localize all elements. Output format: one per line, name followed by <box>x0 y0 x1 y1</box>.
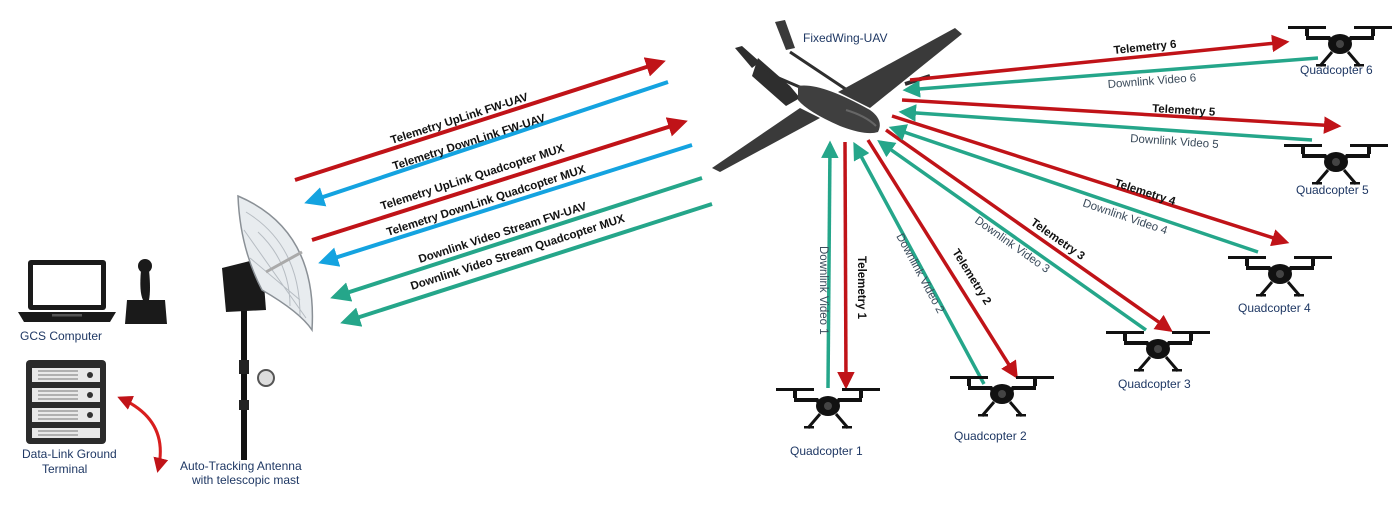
telemetry-3-arrow <box>884 128 1173 333</box>
ground-terminal-rack-icon <box>26 360 106 444</box>
telemetry-downlink-mux-arrow <box>318 143 693 267</box>
antenna-dish-icon <box>222 194 314 460</box>
telemetry-1-label: Telemetry 1 <box>855 256 867 320</box>
video-5-label: Downlink Video 5 <box>1130 133 1219 151</box>
telemetry-6-arrow <box>909 34 1290 82</box>
telemetry-1-arrow <box>837 141 855 390</box>
telemetry-5-label: Telemetry 5 <box>1152 103 1216 119</box>
laptop-icon <box>18 260 116 322</box>
quadcopter-6-label: Quadcopter 6 <box>1300 63 1373 77</box>
video-fw-arrow <box>330 176 703 302</box>
telemetry-2-arrow <box>866 139 1018 379</box>
ground-link-group: Telemetry UpLink FW-UAV Telemetry DownLi… <box>294 57 713 327</box>
quadcopter-icon <box>774 386 882 430</box>
quadcopter-icon <box>1282 142 1390 186</box>
quadcopter-5-label: Quadcopter 5 <box>1296 183 1369 197</box>
quadcopter-2: Quadcopter 2 <box>948 374 1056 443</box>
telemetry-uplink-fw-arrow <box>294 57 666 182</box>
telemetry-uplink-mux-arrow <box>311 117 688 242</box>
quadcopter-icon <box>948 374 1056 418</box>
telemetry-4-label: Telemetry 4 <box>1113 177 1177 208</box>
antenna-label-line2: with telescopic mast <box>191 473 300 487</box>
quadcopter-3: Quadcopter 3 <box>1104 329 1212 391</box>
quadcopter-icon <box>1104 329 1212 373</box>
fixedwing-uav-label: FixedWing-UAV <box>803 31 887 45</box>
joystick-icon <box>125 259 167 324</box>
video-2-arrow <box>853 141 986 385</box>
quadcopter-5: Quadcopter 5 <box>1282 142 1390 197</box>
gcs-computer-label: GCS Computer <box>20 329 102 343</box>
quadcopter-4: Quadcopter 4 <box>1226 254 1334 315</box>
quadcopter-4-label: Quadcopter 4 <box>1238 301 1311 315</box>
telemetry-5-arrow <box>901 98 1342 134</box>
video-6-arrow <box>902 56 1319 98</box>
air-link-group: Downlink Video 1 Telemetry 1 Downlink Vi… <box>817 34 1342 390</box>
video-4-arrow <box>888 124 1259 254</box>
video-1-arrow <box>821 140 839 389</box>
ground-terminal-label-line1: Data-Link Ground <box>22 447 117 461</box>
telemetry-4-arrow <box>891 114 1290 247</box>
quadcopter-icon <box>1226 254 1334 298</box>
antenna-label-line1: Auto-Tracking Antenna <box>180 459 302 473</box>
telemetry-downlink-fw-arrow <box>304 80 669 207</box>
ground-terminal-label-line2: Terminal <box>42 462 87 476</box>
quadcopter-3-label: Quadcopter 3 <box>1118 377 1191 391</box>
video-3-arrow <box>877 139 1148 332</box>
quadcopter-6: Quadcopter 6 <box>1286 24 1394 77</box>
video-1-label: Downlink Video 1 <box>817 246 829 335</box>
terminal-antenna-cable <box>117 395 169 473</box>
quadcopter-1-label: Quadcopter 1 <box>790 444 863 458</box>
video-2-label: Downlink Video 2 <box>893 232 946 316</box>
fixedwing-uav-icon <box>712 20 962 172</box>
quadcopter-1: Quadcopter 1 <box>774 386 882 458</box>
video-mux-arrow <box>340 202 713 327</box>
quadcopter-2-label: Quadcopter 2 <box>954 429 1027 443</box>
video-5-arrow <box>898 104 1313 142</box>
